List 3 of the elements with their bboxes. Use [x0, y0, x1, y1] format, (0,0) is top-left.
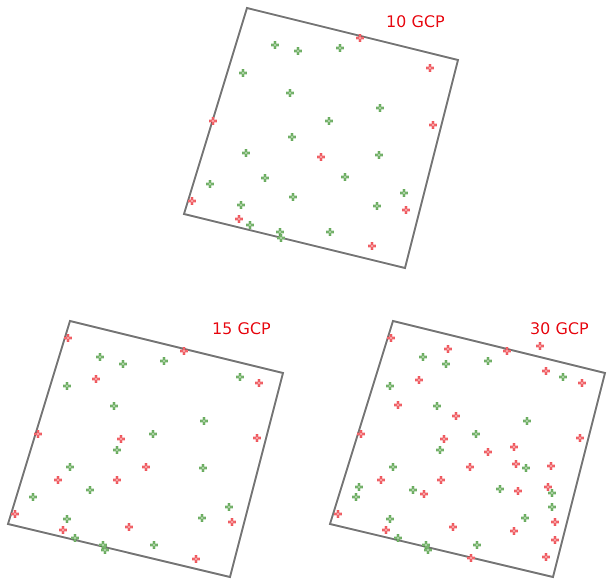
point-count-label: 30 GCP [530, 321, 589, 337]
point-count-label: 10 GCP [386, 14, 445, 30]
point-count-label: 15 GCP [212, 321, 271, 337]
